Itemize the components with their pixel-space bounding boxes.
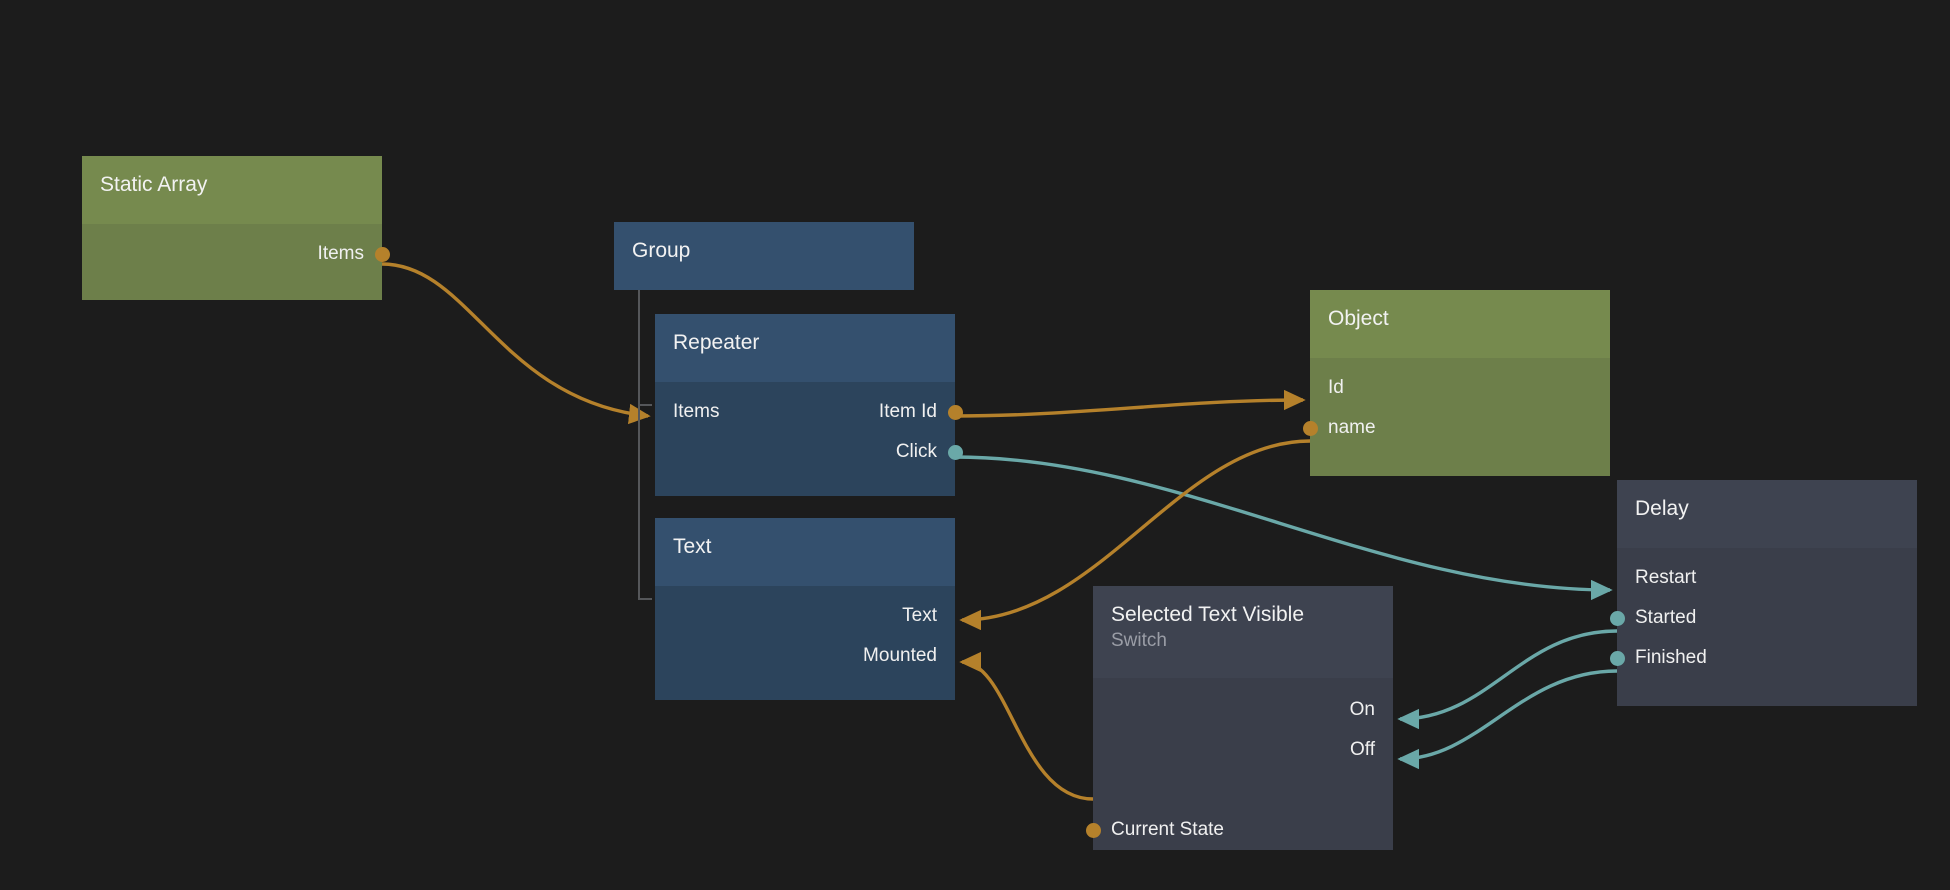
node-title-text: Text xyxy=(673,535,712,558)
port-label-object-id: Id xyxy=(1328,377,1344,398)
node-repeater[interactable]: Repeater Items Item Id Click xyxy=(655,314,963,496)
port-row-object-id[interactable]: Id xyxy=(1310,368,1610,408)
node-body-selected-text-visible: On Off Current State xyxy=(1085,678,1393,850)
node-body-repeater: Items Item Id Click xyxy=(655,382,963,496)
port-label-text-text: Text xyxy=(902,605,937,626)
port-dot-items-output[interactable] xyxy=(374,246,390,262)
port-row-text-mounted[interactable]: Mounted xyxy=(655,636,955,676)
node-header-group: Group xyxy=(614,222,914,290)
node-header-text: Text xyxy=(655,518,955,586)
node-header-repeater: Repeater xyxy=(655,314,955,382)
node-title-delay: Delay xyxy=(1635,497,1689,520)
port-label-items: Items xyxy=(317,243,364,264)
port-label-text-mounted: Mounted xyxy=(863,645,937,666)
port-row-static-array-items[interactable]: Items xyxy=(82,234,390,274)
port-row-object-name[interactable]: name xyxy=(1302,408,1610,448)
edge-repeater-click-to-delay-restart xyxy=(954,455,1613,601)
node-body-delay: Restart Started Finished xyxy=(1609,548,1917,706)
node-body-object: Id name xyxy=(1302,358,1610,476)
port-dot-delay-started-output[interactable] xyxy=(1609,610,1625,626)
group-indent-guide xyxy=(638,290,640,600)
port-row-delay-finished[interactable]: Finished xyxy=(1609,638,1917,678)
node-title-repeater: Repeater xyxy=(673,331,760,354)
port-row-switch-off[interactable]: Off xyxy=(1093,730,1393,770)
port-label-switch-current-state: Current State xyxy=(1111,819,1224,840)
group-indent-tick xyxy=(638,404,652,406)
port-label-repeater-item-id: Item Id xyxy=(878,401,937,422)
node-title-static-array: Static Array xyxy=(100,173,208,196)
node-header-object: Object xyxy=(1310,290,1610,358)
node-static-array[interactable]: Static Array Items xyxy=(82,156,390,300)
node-title-object: Object xyxy=(1328,307,1389,330)
edge-currentstate-to-text-mounted xyxy=(959,651,1094,801)
group-indent-tick-bottom xyxy=(638,598,652,600)
port-dot-delay-finished-output[interactable] xyxy=(1609,650,1625,666)
port-dot-switch-current-state-output[interactable] xyxy=(1085,822,1101,838)
node-subtitle-selected-text-visible: Switch xyxy=(1111,630,1167,651)
port-dot-repeater-item-id-output[interactable] xyxy=(947,404,963,420)
port-row-repeater-click[interactable]: Click xyxy=(655,432,963,472)
node-header-selected-text-visible: Selected Text Visible Switch xyxy=(1093,586,1393,678)
port-row-switch-on[interactable]: On xyxy=(1093,690,1393,730)
port-label-delay-finished: Finished xyxy=(1635,647,1707,668)
node-title-selected-text-visible: Selected Text Visible xyxy=(1111,603,1305,626)
port-dot-repeater-click-output[interactable] xyxy=(947,444,963,460)
port-row-text-text[interactable]: Text xyxy=(655,596,955,636)
node-title-group: Group xyxy=(632,239,691,262)
node-body-static-array: Items xyxy=(82,224,390,300)
node-text[interactable]: Text Text Mounted xyxy=(655,518,955,700)
edge-delay-finished-to-switch-off xyxy=(1397,669,1618,770)
node-group[interactable]: Group xyxy=(614,222,914,290)
edge-delay-started-to-switch-on xyxy=(1397,629,1618,730)
edge-repeater-itemid-to-object-id xyxy=(954,389,1306,418)
node-header-static-array: Static Array xyxy=(82,156,382,224)
port-label-delay-restart: Restart xyxy=(1635,567,1697,588)
port-label-repeater-click: Click xyxy=(895,441,937,462)
node-delay[interactable]: Delay Restart Started Finished xyxy=(1609,480,1917,706)
port-row-delay-started[interactable]: Started xyxy=(1609,598,1917,638)
port-row-repeater-items-and-itemid[interactable]: Items Item Id xyxy=(655,392,963,432)
port-dot-object-name-output[interactable] xyxy=(1302,420,1318,436)
node-selected-text-visible[interactable]: Selected Text Visible Switch On Off Curr… xyxy=(1085,586,1393,850)
port-label-switch-on: On xyxy=(1349,699,1375,720)
port-row-delay-restart[interactable]: Restart xyxy=(1617,558,1917,598)
node-object[interactable]: Object Id name xyxy=(1302,290,1610,476)
node-header-delay: Delay xyxy=(1617,480,1917,548)
port-label-delay-started: Started xyxy=(1635,607,1697,628)
port-label-repeater-items: Items xyxy=(673,401,720,422)
port-row-switch-current-state[interactable]: Current State xyxy=(1085,810,1393,850)
port-label-switch-off: Off xyxy=(1350,739,1375,760)
port-label-object-name: name xyxy=(1328,417,1376,438)
edge-static-array-items-to-repeater-items xyxy=(381,262,651,425)
node-body-text: Text Mounted xyxy=(655,586,955,700)
